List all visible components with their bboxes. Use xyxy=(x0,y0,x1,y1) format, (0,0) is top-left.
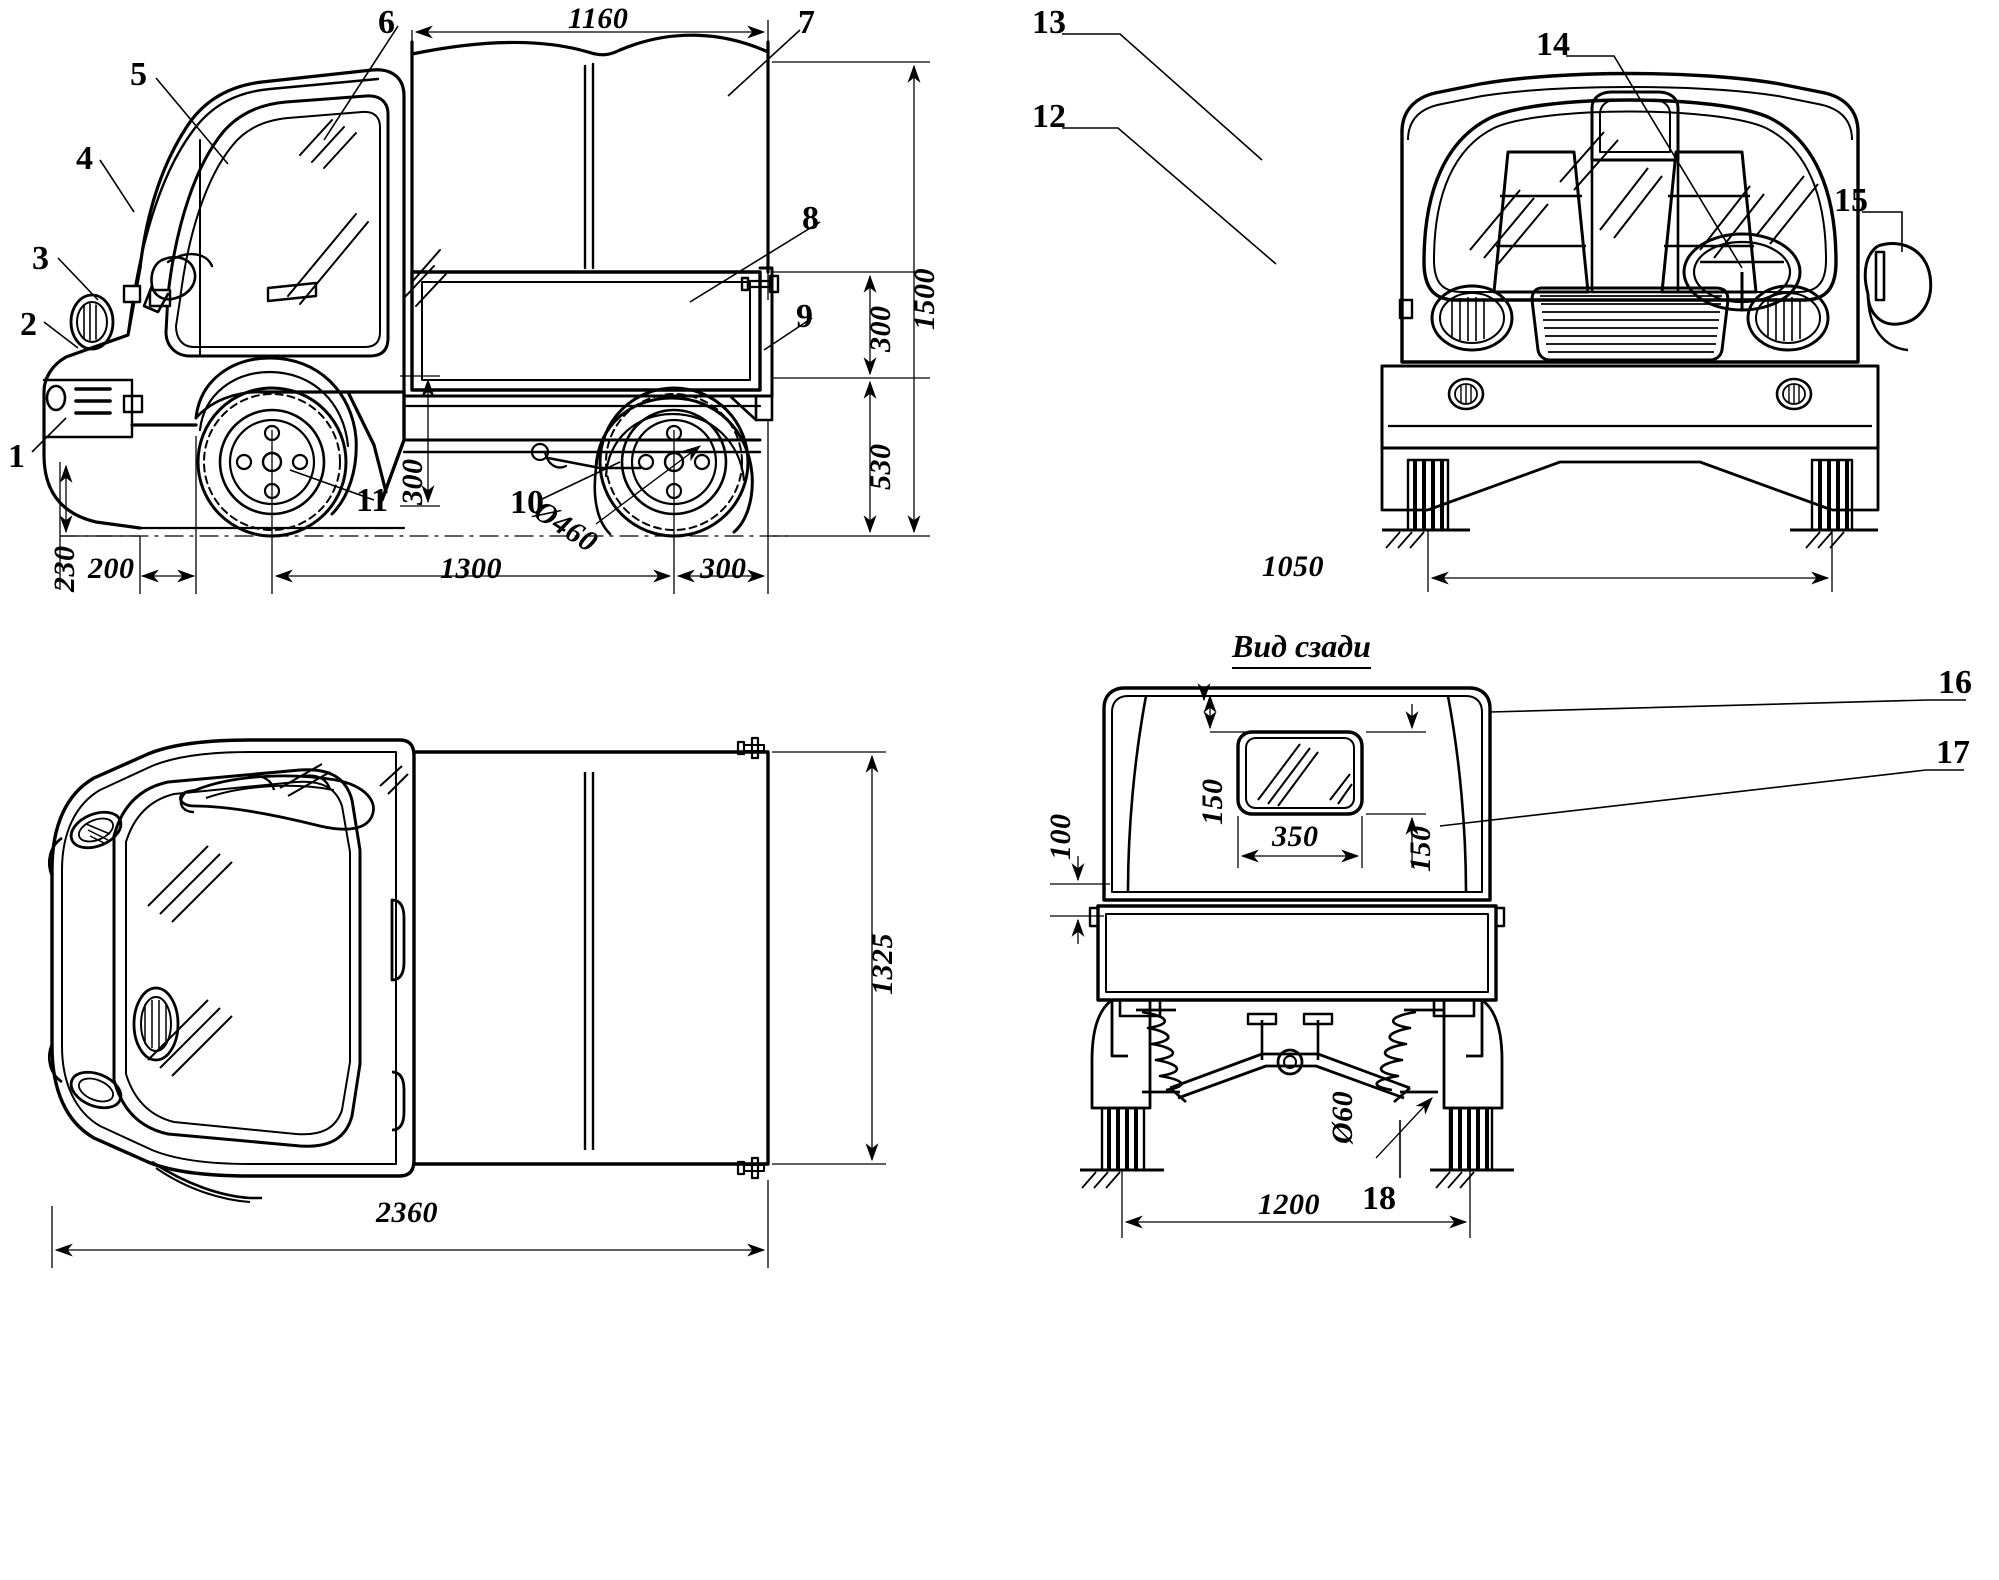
callout-6: 6 xyxy=(378,4,395,41)
rear-view-group xyxy=(1080,686,1514,1189)
dimension-300-clearance: 300 xyxy=(396,458,429,506)
dimension-100: 100 xyxy=(1044,813,1077,861)
callout-2: 2 xyxy=(20,306,37,343)
callout-5: 5 xyxy=(130,56,147,93)
callout-17: 17 xyxy=(1936,734,1970,771)
dimension-150-right: 150 xyxy=(1404,825,1437,873)
dimension-200: 200 xyxy=(88,552,135,585)
dimension-530: 530 xyxy=(864,443,897,491)
callout-4: 4 xyxy=(76,140,93,177)
dimension-1200: 1200 xyxy=(1258,1188,1320,1221)
dimension-1500: 1500 xyxy=(908,268,941,330)
callout-10: 10 xyxy=(510,484,544,521)
rear-view-leaders xyxy=(1399,699,1966,1178)
callout-9: 9 xyxy=(796,298,813,335)
dimension-1050: 1050 xyxy=(1262,550,1324,583)
plan-view-dimensions xyxy=(51,751,886,1268)
front-view-dimensions xyxy=(1427,530,1833,592)
dimension-2360: 2360 xyxy=(376,1196,438,1229)
dimension-300-board: 300 xyxy=(864,305,897,353)
dimension-1325: 1325 xyxy=(866,933,899,995)
rear-view-title: Вид сзади xyxy=(1232,628,1371,669)
callout-16: 16 xyxy=(1938,664,1972,701)
callout-1: 1 xyxy=(8,438,25,475)
dimension-1300: 1300 xyxy=(440,552,502,585)
front-view-group xyxy=(1380,71,1933,549)
dimension-150-top: 150 xyxy=(1196,778,1229,826)
dimension-300-overhang: 300 xyxy=(700,552,747,585)
plan-view-group xyxy=(48,736,770,1203)
dimension-230: 230 xyxy=(48,545,81,593)
dimension-1160: 1160 xyxy=(568,2,629,35)
side-view-group xyxy=(42,33,793,538)
callout-14: 14 xyxy=(1536,26,1570,63)
callout-12: 12 xyxy=(1032,98,1066,135)
side-view-leaders xyxy=(31,25,821,501)
callout-7: 7 xyxy=(798,4,815,41)
callout-15: 15 xyxy=(1834,182,1868,219)
callout-3: 3 xyxy=(32,240,49,277)
rear-view-dimensions xyxy=(1050,683,1471,1238)
dimension-axle-diameter: Ø60 xyxy=(1326,1090,1359,1144)
callout-8: 8 xyxy=(802,200,819,237)
callout-11: 11 xyxy=(356,482,389,519)
callout-18: 18 xyxy=(1362,1180,1396,1217)
front-view-leaders xyxy=(1062,33,1903,269)
callout-13: 13 xyxy=(1032,4,1066,41)
dimension-350: 350 xyxy=(1272,820,1319,853)
